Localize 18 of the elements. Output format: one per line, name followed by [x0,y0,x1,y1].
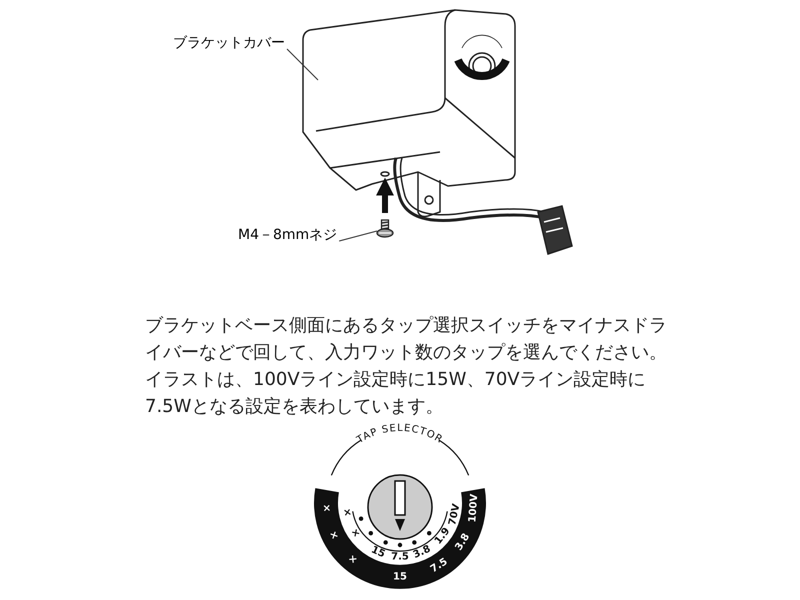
tap-value: × [346,552,360,567]
tap-value: 15 [369,544,387,560]
leader-line [338,230,378,242]
instruction-paragraph: ブラケットベース側面にあるタップ選択スイッチをマイナスドライバーなどで回して、入力ワット数のタップを選んでください。イラストは、100Vライン設定時に15W、70Vライン設定時に7.5Wとなる設定を表わしています。 [145,314,668,419]
tap-value: 7.5 [391,552,409,562]
leader-line [286,48,318,80]
screw-drawing [376,219,394,238]
tap-value: × [348,526,362,540]
tap-value: × [340,507,353,518]
tap-value: × [320,504,332,513]
tap-value: 1.9 [432,526,452,547]
part-label: ブラケットカバー [173,34,285,52]
tap-value: 100V [467,494,480,523]
tap-value: 15 [393,572,407,582]
tap-value: × [326,529,340,542]
tap-value: 3.8 [453,532,472,553]
part-label: M4－8mmネジ [238,226,338,244]
tap-value: 70V [447,502,462,526]
